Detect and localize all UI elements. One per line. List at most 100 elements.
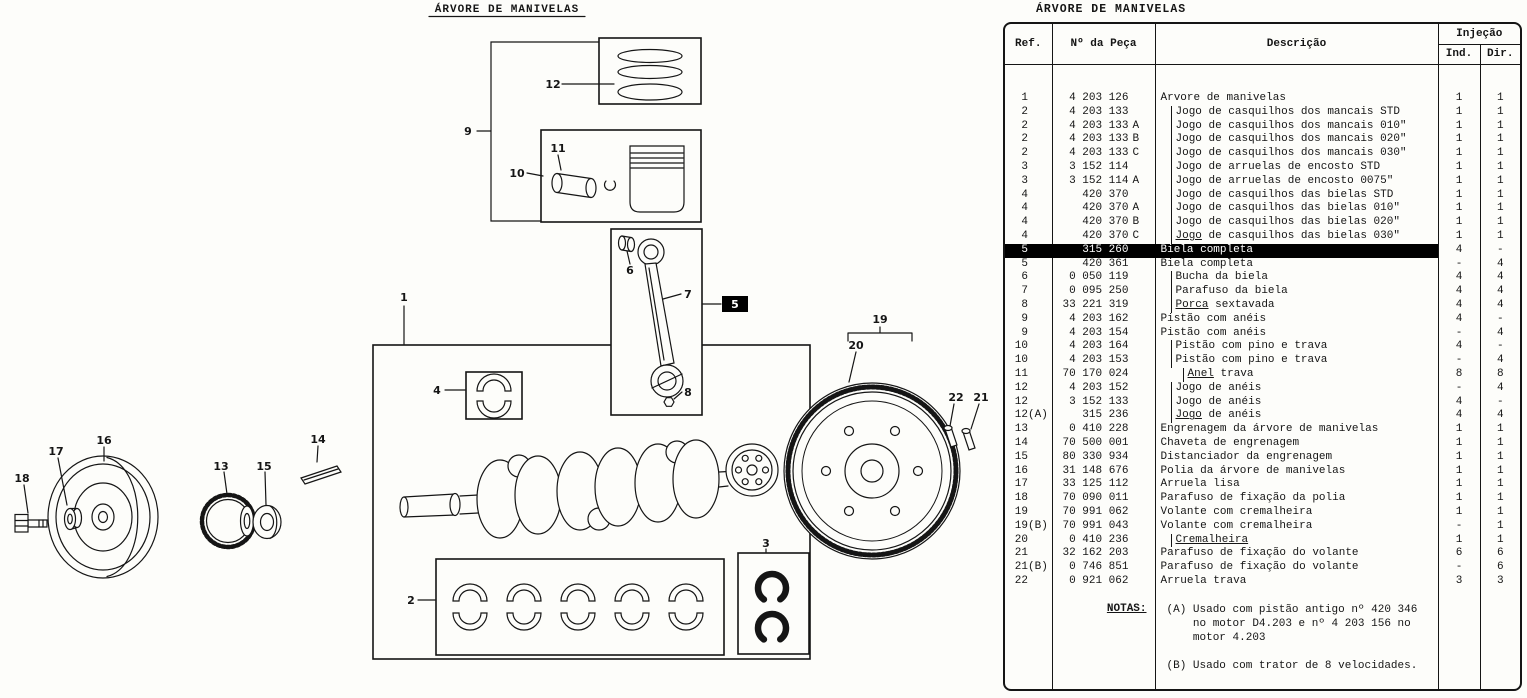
part-number-cell: 4 203 152 bbox=[1051, 381, 1155, 396]
dir-qty-cell: 1 bbox=[1479, 160, 1520, 175]
description-cell: Pistão com anéis bbox=[1154, 312, 1438, 327]
part-number-cell: 4 203 162 bbox=[1051, 312, 1155, 327]
dir-qty-cell: 4 bbox=[1479, 326, 1520, 341]
dir-qty-cell: 1 bbox=[1479, 450, 1520, 465]
ind-qty-cell: 4 bbox=[1437, 285, 1480, 299]
ind-qty-cell: - bbox=[1437, 354, 1480, 368]
ref-cell: 12(A) bbox=[1014, 409, 1048, 422]
description-cell: Jogo de anéis bbox=[1154, 381, 1438, 396]
dir-qty-cell: 1 bbox=[1479, 174, 1520, 189]
description-cell: Jogo de arruelas de encosto 0075" bbox=[1154, 174, 1438, 189]
spacer-row bbox=[1005, 64, 1520, 92]
callout-7: 7 bbox=[684, 288, 692, 301]
description-cell: Parafuso de fixação da polia bbox=[1154, 492, 1438, 506]
ref-cell: 18 bbox=[1014, 492, 1028, 505]
ind-qty-cell: 1 bbox=[1437, 450, 1480, 465]
part-number-cell: 4 203 154 bbox=[1051, 326, 1155, 341]
ref-cell: 3 bbox=[1021, 160, 1028, 173]
description-cell: Jogo de casquilhos das bielas STD bbox=[1154, 188, 1438, 203]
notes-row: NOTAS: (A) Usado com pistão antigo nº 42… bbox=[1005, 588, 1520, 689]
description-cell: Jogo de arruelas de encosto STD bbox=[1154, 160, 1438, 175]
callout-12: 12 bbox=[545, 78, 560, 91]
ref-cell: 5 bbox=[1021, 257, 1028, 270]
parts-table: Ref. Nº da Peça Descrição Injeção Ind. D… bbox=[1003, 22, 1522, 691]
dir-qty-cell: 1 bbox=[1479, 188, 1520, 203]
ind-qty-cell: 4 bbox=[1437, 298, 1480, 313]
ind-qty-cell: 4 bbox=[1437, 409, 1480, 424]
part-number-cell: 0 921 062 bbox=[1051, 574, 1155, 589]
dir-qty-cell: 1 bbox=[1479, 492, 1520, 506]
dir-qty-cell: 1 bbox=[1479, 92, 1520, 106]
description-cell: Cremalheira bbox=[1154, 533, 1438, 548]
dir-qty-cell: 1 bbox=[1479, 423, 1520, 437]
description-cell: Volante com cremalheira bbox=[1154, 505, 1438, 520]
description-cell: Jogo de casquilhos dos mancais 010" bbox=[1154, 119, 1438, 134]
description-cell: Parafuso de fixação do volante bbox=[1154, 561, 1438, 575]
dir-qty-cell: 1 bbox=[1479, 216, 1520, 230]
gear-key-drawing bbox=[300, 465, 342, 485]
ind-qty-cell: 1 bbox=[1437, 436, 1480, 451]
ind-qty-cell: 1 bbox=[1437, 423, 1480, 437]
header-description: Descrição bbox=[1154, 24, 1438, 65]
callout-5-highlight[interactable] bbox=[722, 296, 748, 312]
part-number-cell: 315 260 bbox=[1051, 243, 1155, 258]
ref-cell: 19 bbox=[1014, 505, 1028, 518]
description-cell: Bucha da biela bbox=[1154, 271, 1438, 286]
ref-cell: 8 bbox=[1021, 298, 1028, 311]
notes-lines: (A) Usado com pistão antigo nº 420 346 n… bbox=[1161, 589, 1438, 673]
crankshaft-drawing bbox=[399, 439, 779, 539]
ind-qty-cell: - bbox=[1437, 561, 1480, 575]
dir-qty-cell: 4 bbox=[1479, 285, 1520, 299]
description-cell: Parafuso de fixação do volante bbox=[1154, 547, 1438, 562]
part-number-cell: 0 050 119 bbox=[1051, 271, 1155, 286]
ind-qty-cell: 1 bbox=[1437, 464, 1480, 479]
callout-22: 22 bbox=[948, 391, 963, 404]
dir-qty-cell: 1 bbox=[1479, 519, 1520, 534]
main-bearing-box bbox=[465, 371, 523, 420]
ref-cell: 4 bbox=[1021, 216, 1028, 229]
callout-17: 17 bbox=[48, 445, 63, 458]
description-cell: Árvore de manivelas bbox=[1154, 92, 1438, 106]
callout-10: 10 bbox=[509, 167, 525, 180]
ind-qty-cell: 1 bbox=[1437, 105, 1480, 120]
note-line: motor 4.203 bbox=[1166, 631, 1266, 644]
